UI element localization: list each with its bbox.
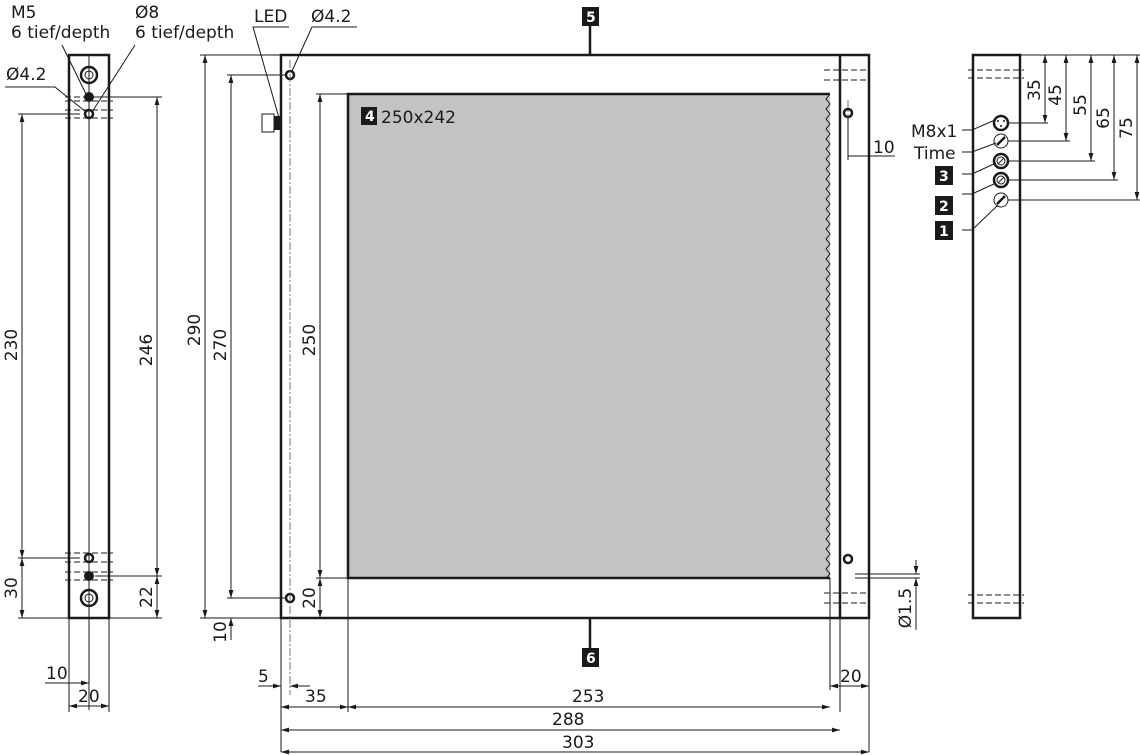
dim-5: 5: [258, 667, 269, 687]
d8-label: Ø8: [135, 3, 159, 23]
dim-35: 35: [305, 687, 327, 707]
badge-2: 2: [935, 196, 953, 215]
dim-10-vertical: 10: [211, 621, 231, 643]
hole-icon: [842, 553, 854, 565]
dim-75: 75: [1117, 117, 1137, 139]
dim-253: 253: [572, 687, 604, 707]
dim-20-horizontal: 20: [840, 667, 862, 687]
indicator-1-icon: [993, 192, 1009, 208]
d15-label: Ø1.5: [896, 588, 916, 628]
dim-288: 288: [552, 710, 584, 730]
svg-text:4: 4: [365, 109, 375, 125]
time-potentiometer-icon: [993, 133, 1009, 149]
svg-text:6: 6: [586, 651, 596, 667]
m8-connector-icon: [992, 114, 1010, 132]
dim-230: 230: [2, 329, 22, 361]
dim-250: 250: [300, 324, 320, 356]
dim-55: 55: [1071, 94, 1091, 116]
time-label: Time: [913, 144, 956, 164]
dim-65: 65: [1094, 107, 1114, 129]
badge-1: 1: [935, 221, 953, 240]
m8x1-label: M8x1: [911, 122, 957, 142]
dim-45: 45: [1046, 84, 1066, 106]
d8-depth-label: 6 tief/depth: [135, 23, 234, 43]
side-bar-outline: [971, 53, 1022, 620]
protective-field-panel: [348, 94, 830, 578]
badge-5: 5: [582, 7, 599, 26]
badge-3: 3: [935, 166, 953, 185]
dim-35: 35: [1025, 79, 1045, 101]
svg-text:1: 1: [939, 224, 949, 240]
svg-text:2: 2: [939, 199, 949, 215]
dim-30: 30: [2, 577, 22, 599]
dim-246: 246: [137, 334, 157, 366]
dim-20-vertical: 20: [300, 587, 320, 609]
led-indicator-icon: [261, 113, 281, 133]
right-side-view: M8x1 Time 3 2 1 35 45 55 65 75: [911, 53, 1140, 620]
badge-6: 6: [582, 648, 599, 667]
svg-text:3: 3: [939, 169, 949, 185]
left-side-view: M5 6 tief/depth Ø8 6 tief/depth Ø4.2 230…: [2, 3, 234, 712]
dim-290: 290: [185, 314, 205, 346]
field-size-label: 250x242: [381, 108, 456, 128]
m5-label: M5: [11, 3, 36, 23]
dim-20: 20: [78, 687, 100, 707]
svg-text:5: 5: [586, 10, 596, 26]
dim-10: 10: [46, 664, 68, 684]
frame-outline: [279, 53, 871, 620]
d42-label: Ø4.2: [6, 65, 46, 85]
dim-10-horizontal: 10: [873, 138, 895, 158]
m5-depth-label: 6 tief/depth: [11, 23, 110, 43]
badge-4: 4: [361, 107, 377, 125]
dim-22: 22: [137, 586, 157, 608]
led-label: LED: [254, 7, 287, 27]
light-curtain-edge: [825, 93, 831, 579]
potentiometer-2-icon: [992, 171, 1010, 189]
dim-270: 270: [211, 329, 231, 361]
d42-front-label: Ø4.2: [311, 7, 351, 27]
dim-303: 303: [562, 733, 594, 753]
potentiometer-3-icon: [992, 152, 1010, 170]
front-view: LED Ø4.2 5 6 4 250x242 290 270 10 250 20…: [185, 7, 920, 755]
